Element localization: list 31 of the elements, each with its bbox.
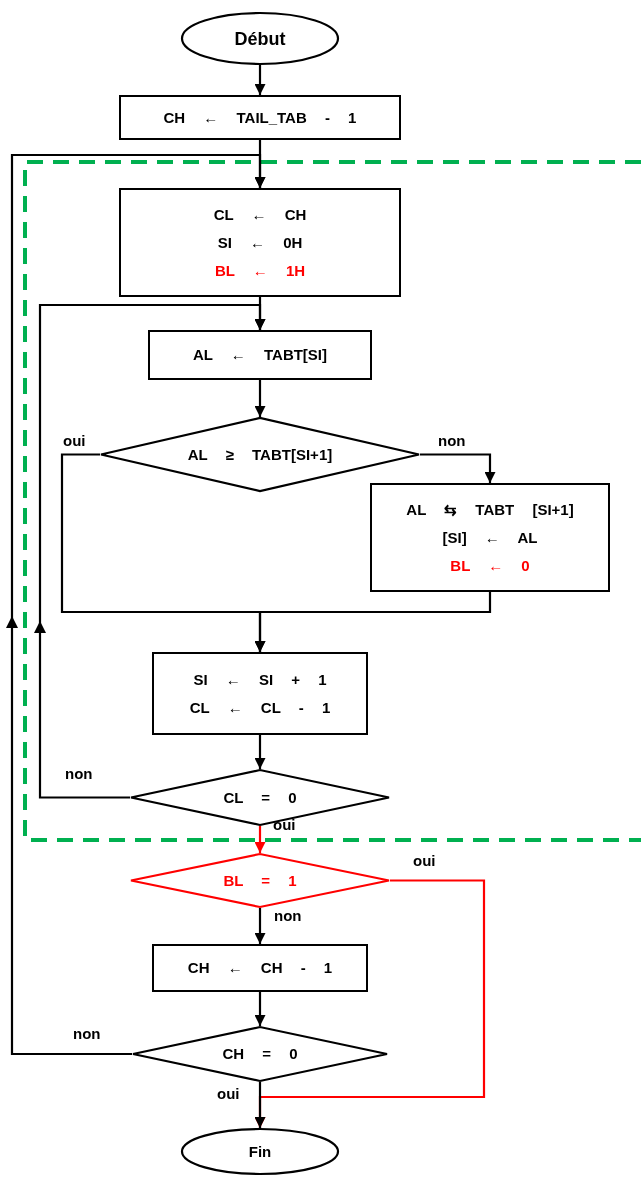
statement-text: CL ← CL - 1: [189, 697, 331, 718]
statement-text: SI ← 0H: [217, 232, 303, 253]
process-box: [119, 95, 401, 140]
decision-diamond: [100, 417, 420, 492]
decision-diamond: [130, 853, 390, 908]
process-box: [152, 944, 368, 992]
process-box: [148, 330, 372, 380]
terminal-text: Fin: [248, 1141, 272, 1162]
process-box: [370, 483, 610, 592]
process-box: [152, 652, 368, 735]
edge-label: oui: [412, 852, 437, 869]
statement-text: AL ⇆ TABT [SI+1]: [406, 499, 574, 520]
statement-text: CL ← CH: [213, 204, 307, 225]
statement-text: SI ← SI + 1: [193, 669, 327, 690]
condition-text: AL ≥ TABT[SI+1]: [187, 444, 333, 465]
statement-text: CH ← TAIL_TAB - 1: [163, 107, 357, 128]
statement-text: CH ← CH - 1: [187, 958, 333, 978]
statement-text: BL ← 1H: [214, 260, 306, 281]
statement-text: BL ← 0: [450, 555, 530, 576]
condition-text: BL = 1: [223, 870, 297, 891]
edge-label: oui: [62, 432, 87, 449]
terminal-text: Début: [234, 27, 286, 51]
terminal-ellipse: [181, 1128, 339, 1175]
condition-text: CH = 0: [222, 1044, 298, 1064]
statement-text: [SI] ← AL: [442, 527, 538, 548]
edge-label: oui: [216, 1085, 241, 1102]
decision-diamond: [132, 1026, 388, 1082]
statement-text: AL ← TABT[SI]: [192, 345, 328, 365]
process-box: [119, 188, 401, 297]
condition-text: CL = 0: [223, 787, 297, 808]
terminal-ellipse: [181, 12, 339, 65]
